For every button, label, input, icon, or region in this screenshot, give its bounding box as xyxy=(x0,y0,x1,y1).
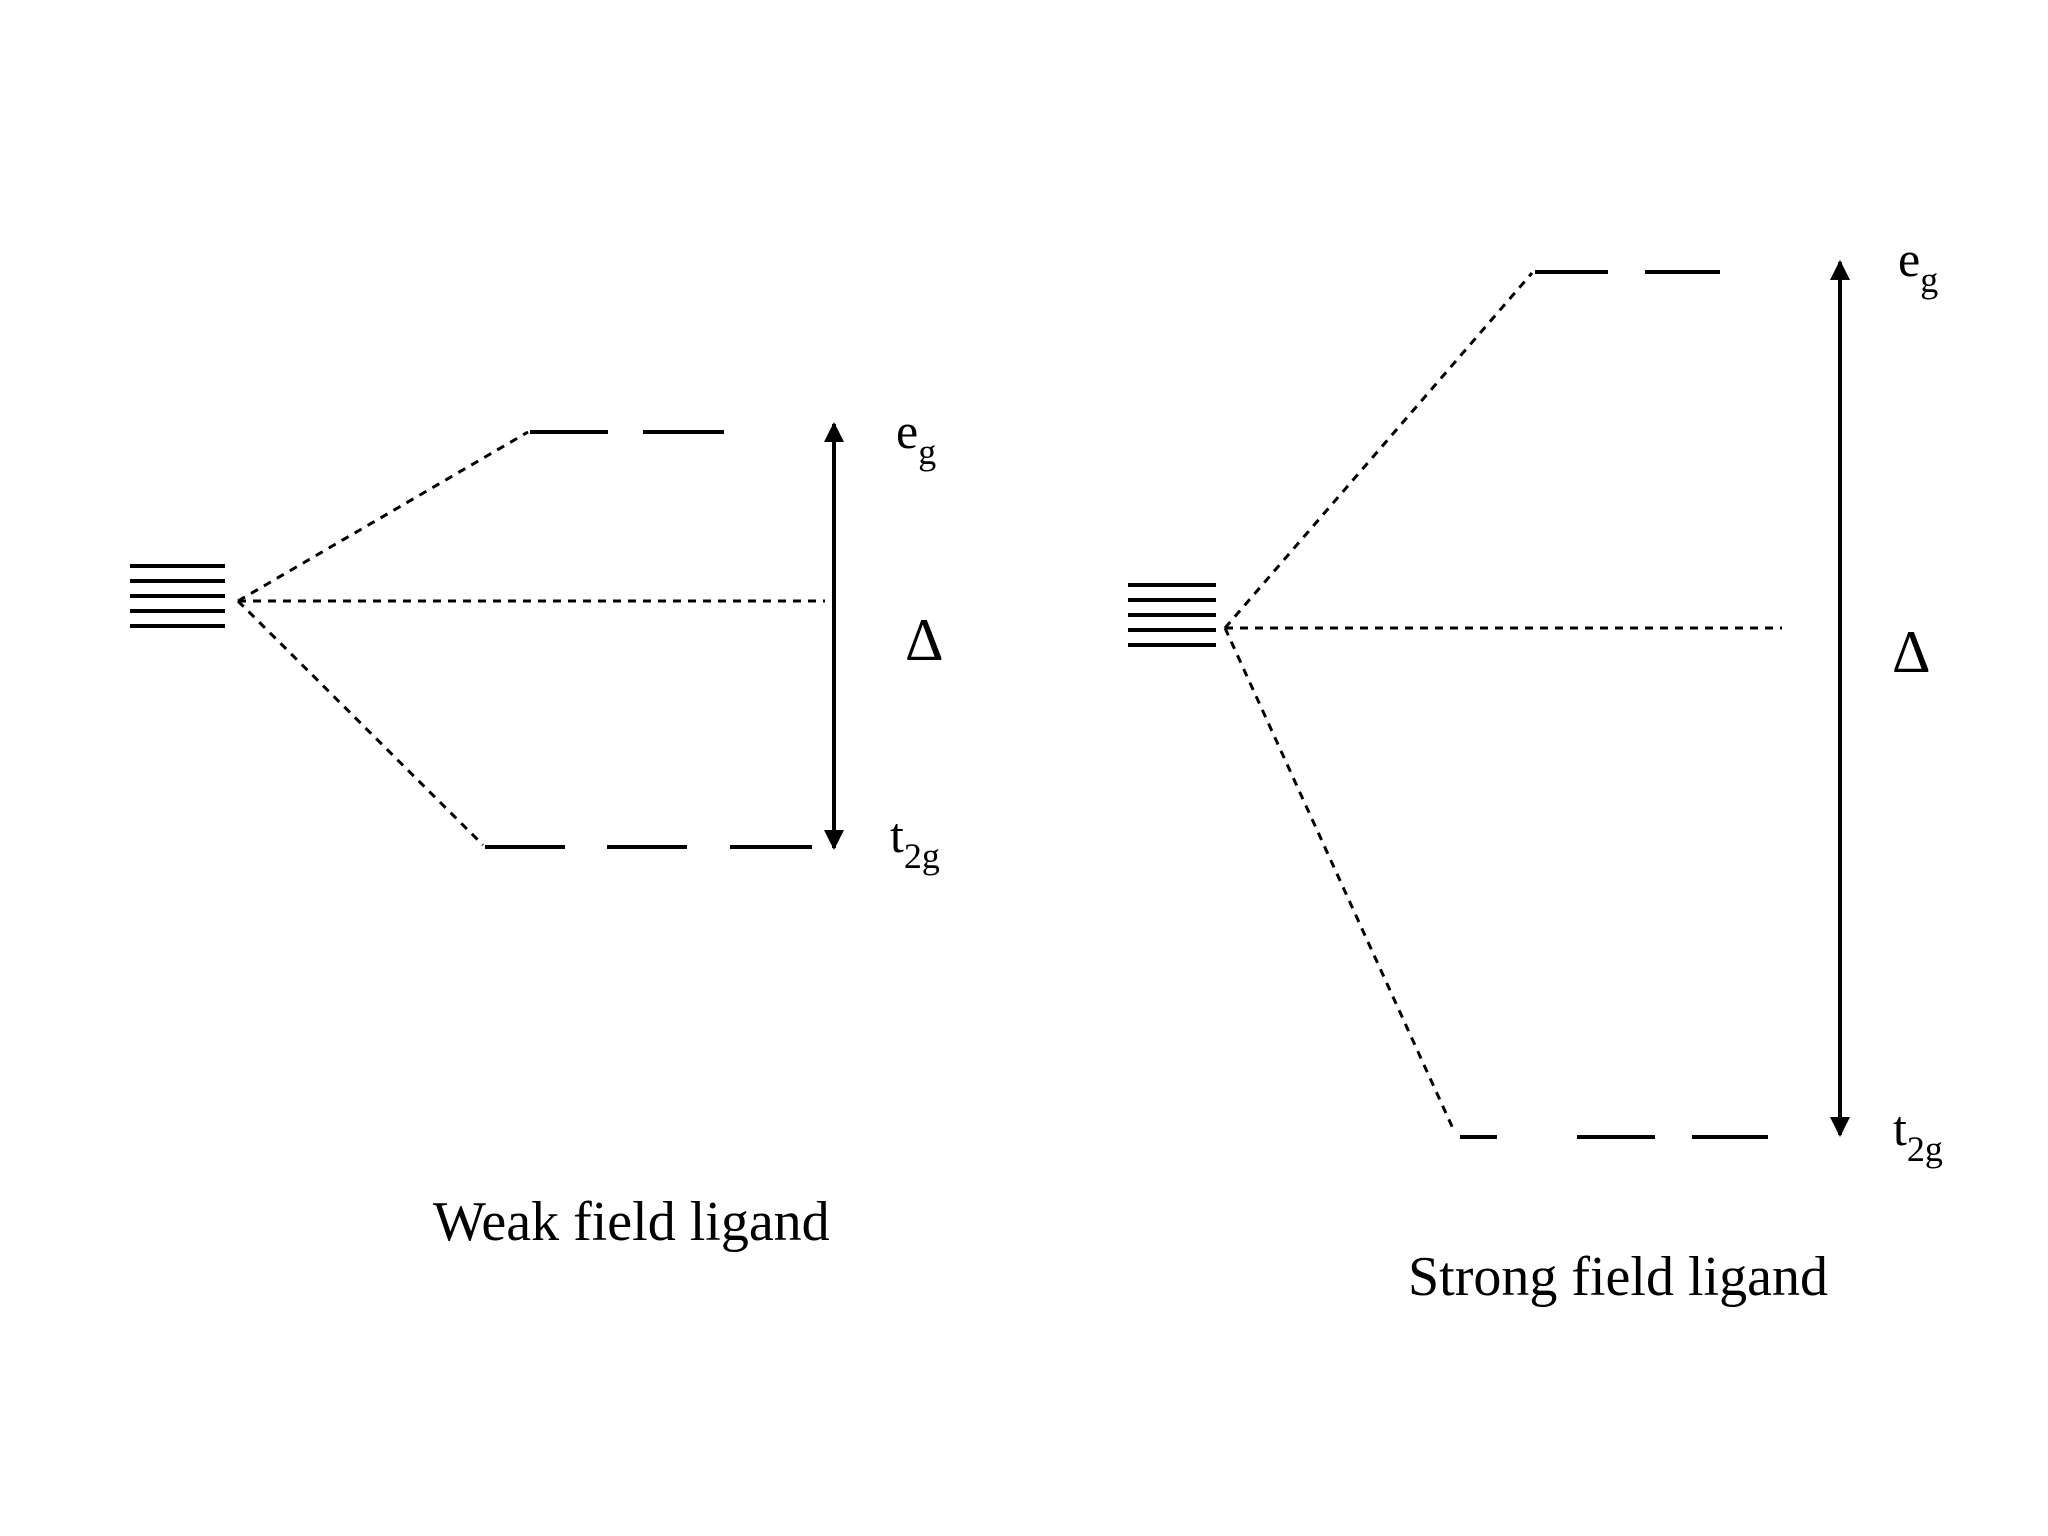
weak-degenerate-d-orbitals xyxy=(130,564,225,628)
weak-field-diagram: eg Δ t2g Weak field ligand xyxy=(130,403,944,1253)
strong-field-diagram: eg Δ t2g Strong field ligand xyxy=(1128,231,1943,1308)
weak-delta-label: Δ xyxy=(905,607,944,673)
strong-delta-label: Δ xyxy=(1892,619,1931,685)
strong-field-caption: Strong field ligand xyxy=(1408,1246,1828,1308)
strong-t2g-label: t2g xyxy=(1893,1100,1943,1169)
weak-connector-lines xyxy=(236,430,825,847)
strong-eg-label: eg xyxy=(1898,231,1938,300)
weak-eg-label: eg xyxy=(896,403,936,472)
weak-t2g-label: t2g xyxy=(890,807,940,876)
strong-degenerate-d-orbitals xyxy=(1128,583,1216,647)
weak-field-caption: Weak field ligand xyxy=(433,1191,830,1253)
strong-connector-lines xyxy=(1223,272,1782,1134)
